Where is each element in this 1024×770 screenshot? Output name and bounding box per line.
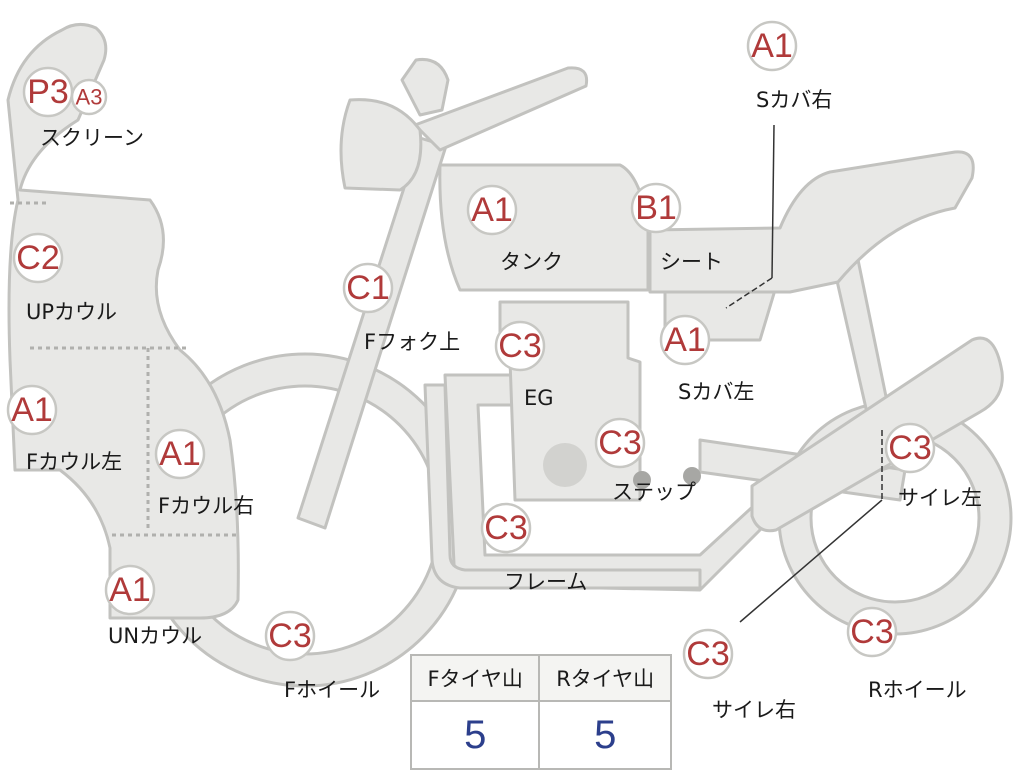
label-r-wheel: Rホイール [868, 678, 967, 702]
badge-muffler-left[interactable]: C3 [884, 422, 936, 474]
grade-f-wheel: C3 [268, 617, 311, 655]
grade-s-cover-right: A1 [751, 27, 793, 65]
badge-muffler-right[interactable]: C3 [682, 628, 734, 680]
label-up-cowl: UPカウル [26, 300, 117, 324]
mirror-stem-shape [400, 57, 450, 117]
rear-tire-tread-header: Rタイヤ山 [538, 654, 672, 702]
tire-tread-table: Fタイヤ山 Rタイヤ山 5 5 [409, 654, 672, 770]
label-f-cowl-right: Fカウル右 [158, 494, 254, 518]
grade-muffler-right: C3 [686, 635, 729, 673]
step-peg-right [683, 467, 701, 485]
step-peg-left [633, 471, 651, 489]
badge-f-cowl-right[interactable]: A1 [154, 428, 206, 480]
grade-s-cover-left: A1 [664, 321, 706, 359]
grade-frame: C3 [484, 509, 527, 547]
grade-step: C3 [598, 424, 641, 462]
badge-un-cowl[interactable]: A1 [104, 564, 156, 616]
label-f-cowl-left: Fカウル左 [26, 450, 122, 474]
badge-s-cover-left[interactable]: A1 [659, 314, 711, 366]
label-seat: シート [660, 250, 723, 274]
badge-frame[interactable]: C3 [480, 502, 532, 554]
grade-f-cowl-right: A1 [159, 435, 201, 473]
badge-engine[interactable]: C3 [494, 320, 546, 372]
frame-rail-shape [423, 383, 702, 590]
badge-f-wheel[interactable]: C3 [264, 610, 316, 662]
grade-un-cowl: A1 [109, 571, 151, 609]
grade-tank: A1 [471, 191, 513, 229]
badge-r-wheel[interactable]: C3 [846, 606, 898, 658]
badge-seat[interactable]: B1 [630, 182, 682, 234]
label-engine: EG [524, 386, 554, 410]
front-tire-tread-value: 5 [409, 700, 541, 770]
grade-f-cowl-left: A1 [11, 391, 53, 429]
engine-cover-circle [543, 443, 587, 487]
label-f-fork-upper: Fフォク上 [364, 330, 460, 354]
grade-r-wheel: C3 [850, 613, 893, 651]
badge-screen-secondary[interactable]: A3 [70, 78, 108, 116]
label-tank: タンク [500, 250, 563, 274]
label-screen: スクリーン [40, 126, 144, 150]
label-muffler-left: サイレ左 [898, 486, 982, 510]
front-tire-tread-header: Fタイヤ山 [409, 654, 541, 702]
grade-engine: C3 [498, 327, 541, 365]
label-un-cowl: UNカウル [108, 624, 202, 648]
badge-f-cowl-left[interactable]: A1 [6, 384, 58, 436]
grade-screen-secondary: A3 [76, 85, 103, 110]
label-frame: フレーム [504, 570, 587, 594]
handlebar-shape [413, 66, 589, 152]
grade-seat: B1 [635, 189, 677, 227]
badge-s-cover-right[interactable]: A1 [746, 20, 798, 72]
rear-tire-tread-value: 5 [538, 700, 672, 770]
grade-f-fork-upper: C1 [346, 269, 389, 307]
badge-step[interactable]: C3 [594, 417, 646, 469]
label-muffler-right: サイレ右 [712, 698, 796, 722]
grade-screen: P3 [27, 73, 69, 111]
grade-muffler-left: C3 [888, 429, 931, 467]
badge-screen[interactable]: P3 [22, 66, 74, 118]
leader-s-cover-right [771, 124, 775, 279]
leader-s-cover-right-dash [725, 277, 773, 309]
badge-f-fork-upper[interactable]: C1 [342, 262, 394, 314]
label-s-cover-right: Sカバ右 [756, 88, 832, 112]
label-f-wheel: Fホイール [284, 678, 380, 702]
seat-shape [648, 150, 975, 294]
label-s-cover-left: Sカバ左 [678, 380, 754, 404]
muffler-shape [750, 336, 1004, 533]
leader-muffler-right [739, 499, 883, 623]
badge-tank[interactable]: A1 [466, 184, 518, 236]
badge-up-cowl[interactable]: C2 [12, 232, 64, 284]
grade-up-cowl: C2 [16, 239, 59, 277]
label-step: ステップ [612, 480, 696, 504]
headlight-shape [339, 98, 423, 192]
